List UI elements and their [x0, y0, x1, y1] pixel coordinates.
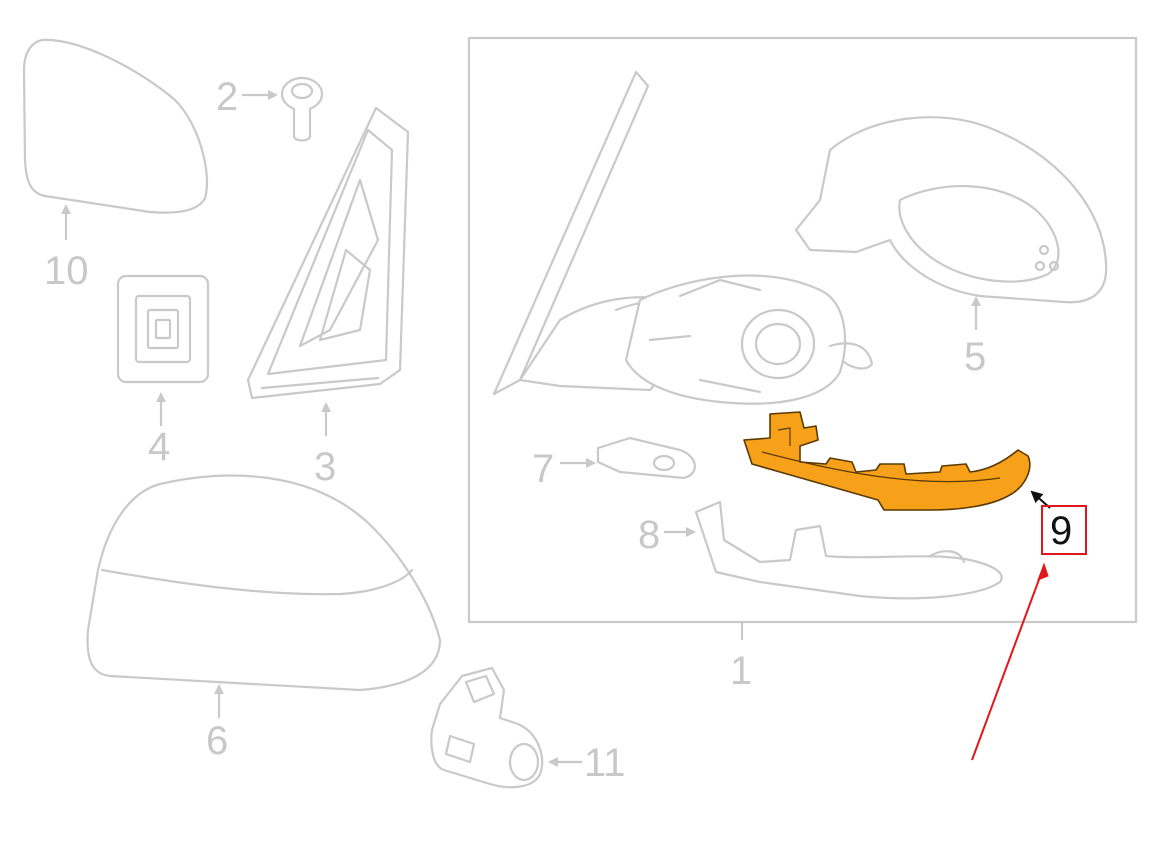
callout-7: 7 — [532, 447, 554, 491]
part-5-housing-frame — [794, 116, 1108, 304]
part-3-triangle-bracket — [246, 106, 410, 400]
callout-11: 11 — [584, 741, 626, 785]
part-8-trim-strip — [694, 500, 1003, 600]
part-7-bracket — [596, 436, 696, 480]
callout-4: 4 — [148, 425, 170, 469]
part-1-glass-actuator — [624, 274, 874, 405]
assembly-frame — [467, 36, 1138, 624]
callout-2: 2 — [216, 75, 238, 119]
callout-6: 6 — [206, 719, 228, 763]
part-10-mirror-glass — [22, 38, 209, 214]
callout-8: 8 — [638, 513, 660, 557]
part-6-mirror-cover — [86, 474, 442, 692]
red-annotation-pointer — [971, 565, 1045, 761]
part-9-turn-signal-highlighted — [743, 411, 1031, 511]
part-2-screw — [280, 76, 324, 142]
callout-9-box — [1041, 505, 1087, 555]
callout-1: 1 — [730, 649, 752, 693]
part-11-connector — [430, 666, 544, 789]
callout-3: 3 — [314, 445, 336, 489]
red-annotation-arrowhead — [1037, 562, 1049, 581]
part-4-pad — [116, 274, 210, 384]
callout-10: 10 — [44, 249, 89, 293]
callout-9: 9 — [1050, 509, 1072, 553]
callout-5: 5 — [964, 335, 986, 379]
